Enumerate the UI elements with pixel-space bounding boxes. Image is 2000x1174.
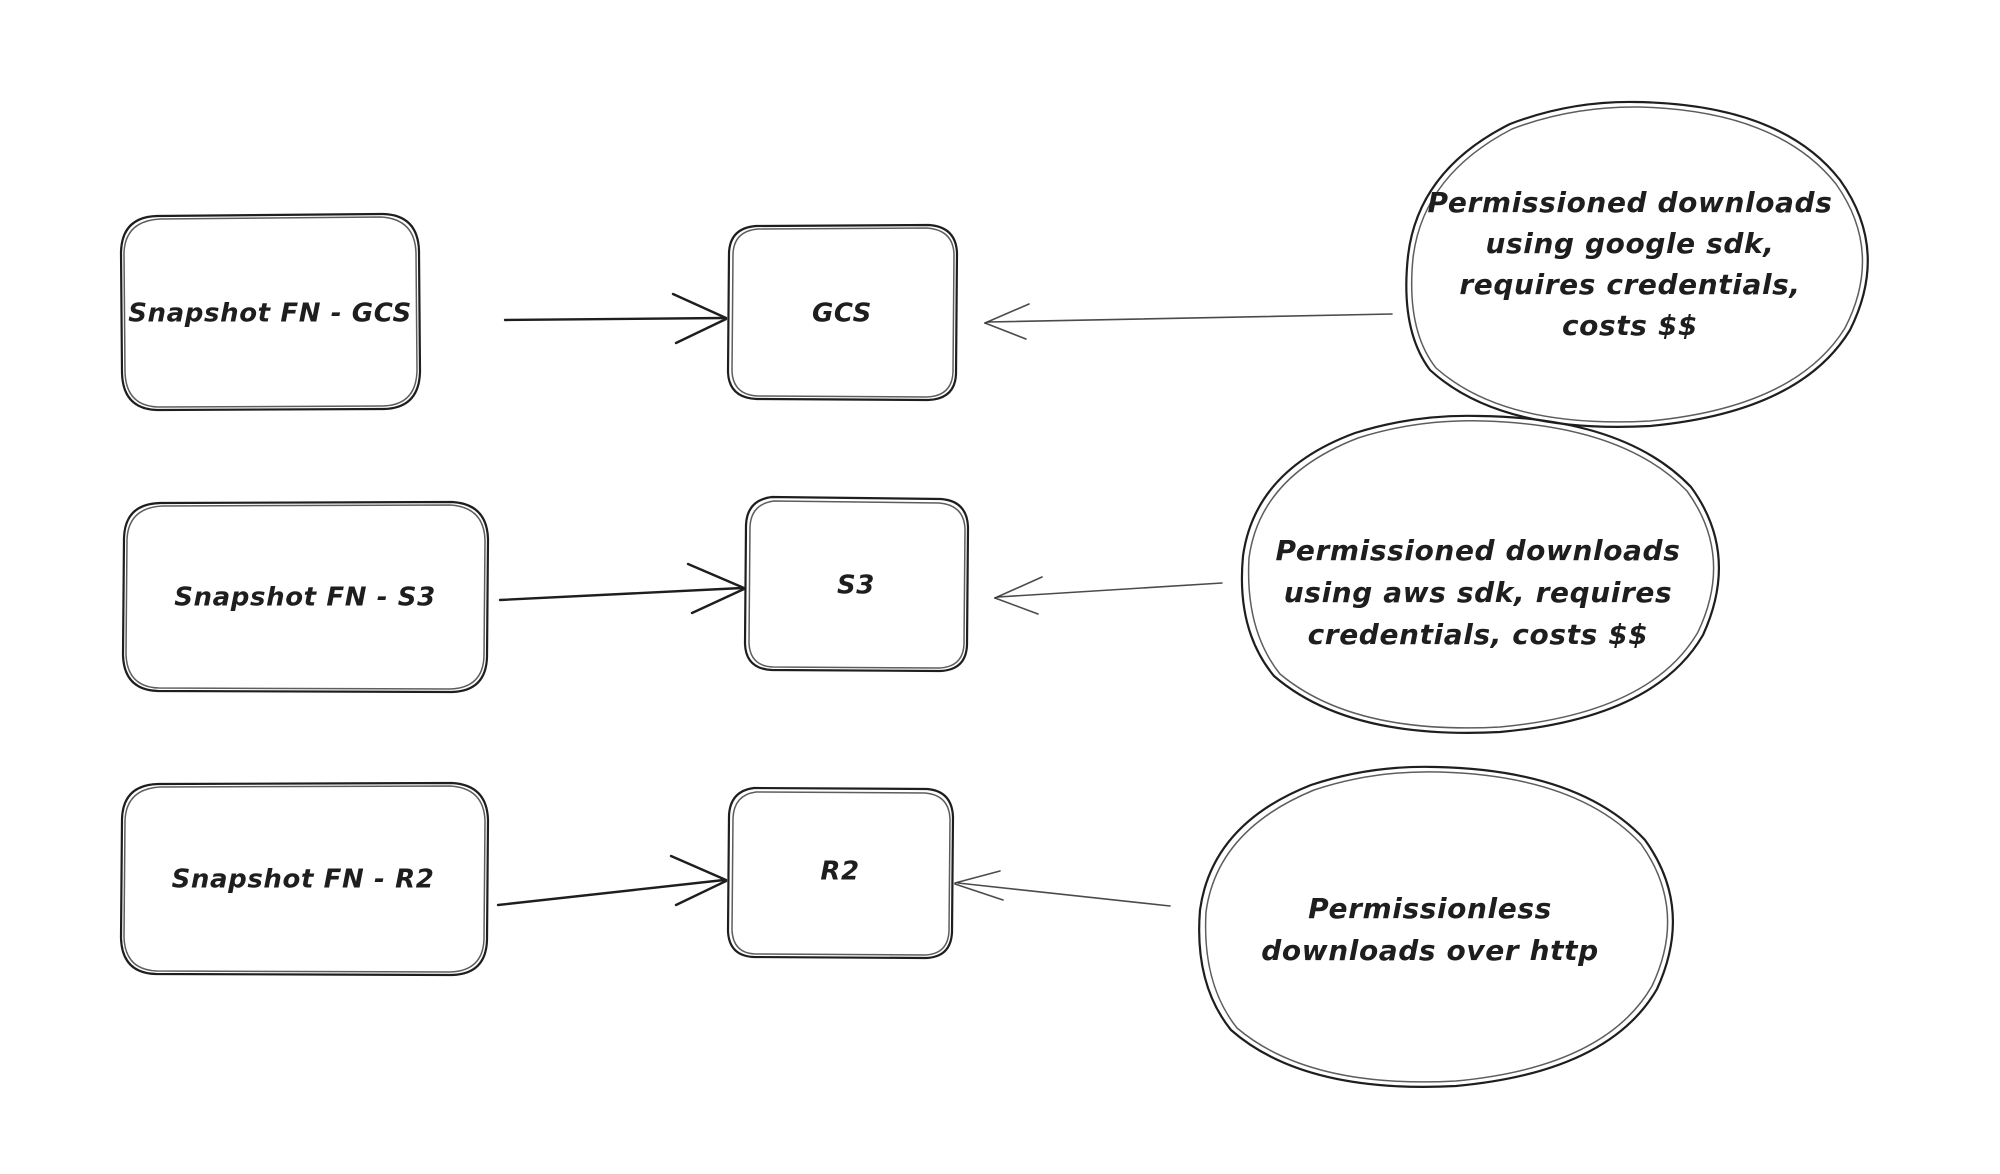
edge-snapshot-s3-to-s3[interactable] (498, 562, 746, 615)
note-s3-ellipse[interactable] (1240, 414, 1720, 734)
node-snapshot-fn-r2-label: Snapshot FN - R2 (172, 865, 435, 895)
node-gcs[interactable] (726, 223, 959, 402)
node-snapshot-fn-gcs[interactable] (119, 212, 422, 412)
note-r2-line-1: Permissionless (1308, 892, 1552, 925)
note-s3-line-2: using aws sdk, requires (1284, 576, 1672, 609)
edge-snapshot-gcs-to-gcs[interactable] (503, 292, 728, 345)
note-gcs-line-2: using google sdk, (1486, 227, 1775, 260)
edge-note-r2-to-r2[interactable] (954, 870, 1171, 907)
node-snapshot-fn-s3-label: Snapshot FN - S3 (174, 583, 436, 613)
edge-snapshot-r2-to-r2[interactable] (496, 854, 728, 907)
row-r2: Snapshot FN - R2 R2 Permissionless downl… (119, 765, 1674, 1088)
node-r2-label: R2 (820, 857, 859, 887)
note-gcs-ellipse[interactable] (1405, 100, 1869, 428)
note-gcs-line-3: requires credentials, (1459, 268, 1800, 301)
node-snapshot-fn-gcs-label: Snapshot FN - GCS (128, 299, 412, 329)
row-s3: Snapshot FN - S3 S3 Permissioned downloa… (121, 414, 1720, 734)
node-s3-label: S3 (837, 571, 875, 601)
note-gcs-line-1: Permissioned downloads (1428, 186, 1833, 219)
note-s3-line-3: credentials, costs $$ (1308, 618, 1649, 651)
edge-note-s3-to-s3[interactable] (994, 576, 1223, 615)
edge-note-gcs-to-gcs[interactable] (984, 303, 1393, 340)
node-s3[interactable] (743, 495, 970, 673)
note-gcs-line-4: costs $$ (1562, 309, 1698, 342)
node-gcs-label: GCS (812, 299, 872, 329)
note-r2-line-2: downloads over http (1261, 934, 1598, 967)
note-s3-line-1: Permissioned downloads (1276, 534, 1681, 567)
note-r2-ellipse[interactable] (1198, 765, 1674, 1088)
node-snapshot-fn-s3[interactable] (121, 500, 490, 694)
node-r2[interactable] (726, 786, 955, 960)
node-snapshot-fn-r2[interactable] (119, 781, 490, 977)
row-gcs: Snapshot FN - GCS GCS Permissioned downl… (119, 100, 1869, 428)
